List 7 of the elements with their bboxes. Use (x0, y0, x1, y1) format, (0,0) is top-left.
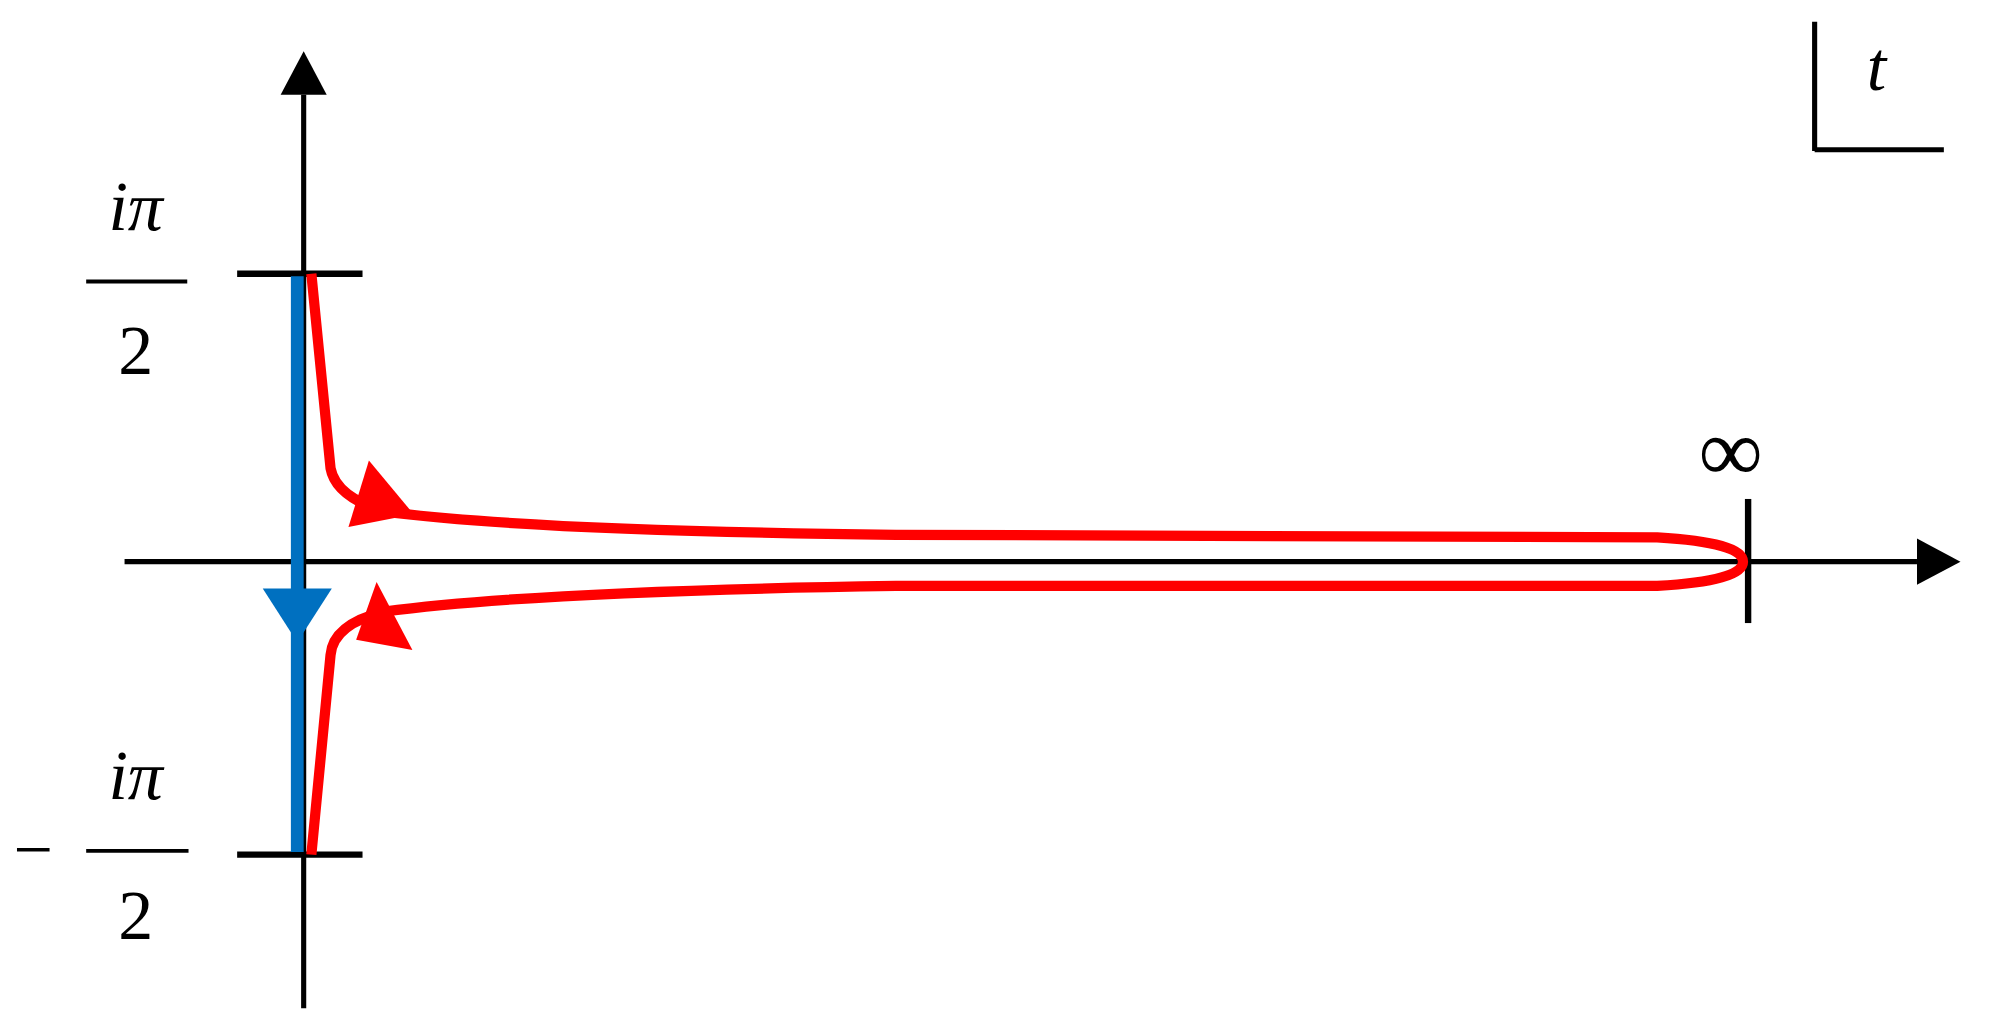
fraction-denominator: 2 (118, 315, 154, 386)
infinity-label: ∞ (1698, 405, 1763, 496)
fraction-numerator: iπ (108, 172, 163, 243)
minus-sign: − (13, 814, 53, 885)
fraction-numerator: iπ (108, 740, 163, 811)
axis-variable-label: t (1866, 31, 1887, 102)
fraction-denominator: 2 (118, 881, 154, 952)
